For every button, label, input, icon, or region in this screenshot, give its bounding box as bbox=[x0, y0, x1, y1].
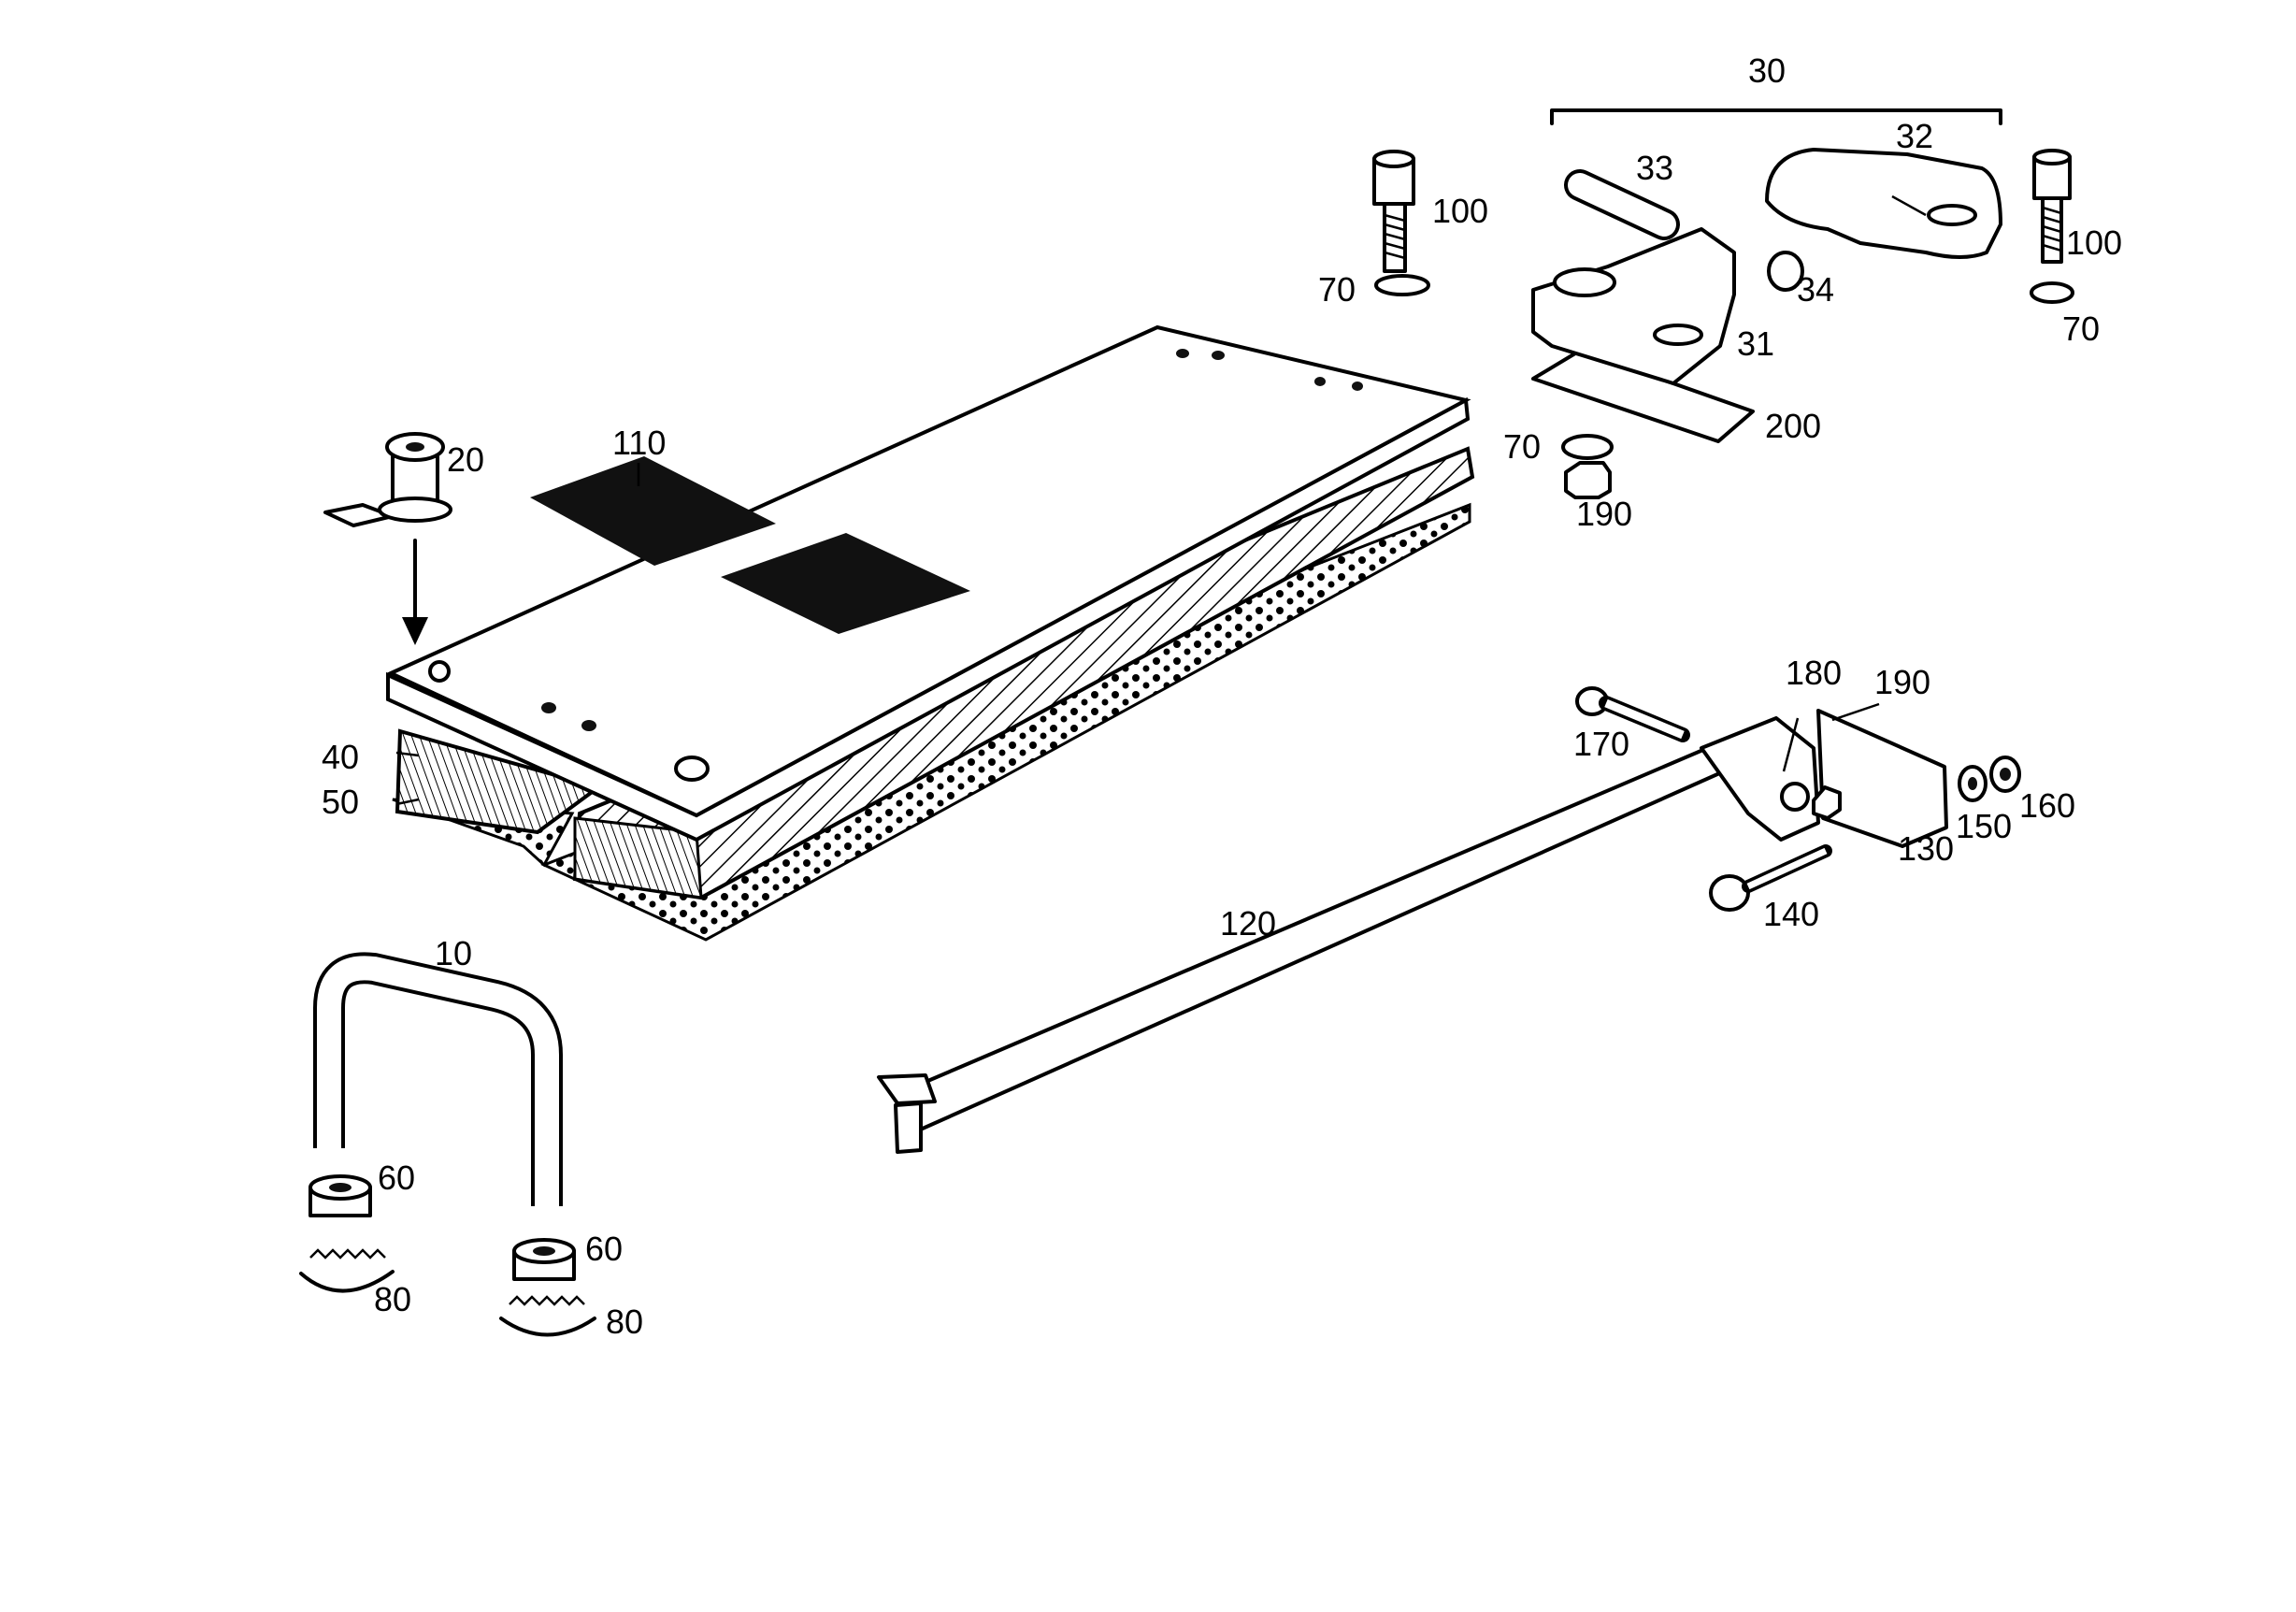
arm-bar bbox=[891, 723, 1778, 1133]
bolt-100-right bbox=[2032, 149, 2072, 264]
callout-100-right: 100 bbox=[2066, 223, 2122, 262]
grommet-base bbox=[378, 497, 452, 523]
grommet-hole bbox=[406, 442, 424, 452]
black-label-left bbox=[530, 456, 776, 566]
plate-hole bbox=[1352, 381, 1363, 391]
washer-180 bbox=[1780, 782, 1810, 812]
hinge-assembly bbox=[1372, 108, 2074, 499]
washer-70-right bbox=[2030, 281, 2074, 304]
callout-150: 150 bbox=[1956, 807, 2012, 845]
black-label-right bbox=[721, 533, 970, 634]
callout-labels: 10 20 30 31 32 33 34 40 50 60 60 70 70 7… bbox=[322, 51, 2122, 1341]
plate-hole bbox=[1212, 351, 1225, 360]
ring-34 bbox=[1767, 251, 1804, 292]
bracket-arm-assembly bbox=[877, 686, 2021, 1154]
nut-180 bbox=[1812, 785, 1842, 820]
callout-110: 110 bbox=[612, 424, 666, 462]
plate-hole bbox=[1176, 349, 1189, 358]
bolt-140-head bbox=[1709, 874, 1750, 912]
plate-190 bbox=[1816, 709, 1948, 848]
u-bolt-part bbox=[299, 952, 596, 1337]
hatched-block-left bbox=[395, 728, 603, 835]
top-plate bbox=[386, 324, 1471, 818]
callout-120: 120 bbox=[1220, 904, 1276, 943]
callout-190-lower: 190 bbox=[1576, 495, 1632, 533]
arm-end-leg bbox=[894, 1101, 923, 1154]
callout-70-right: 70 bbox=[2062, 309, 2100, 348]
callout-100-left: 100 bbox=[1432, 192, 1488, 230]
nut-190-lower bbox=[1564, 461, 1612, 499]
washer-70-lower bbox=[1561, 434, 1614, 460]
leader-lines bbox=[395, 194, 1927, 806]
callout-20: 20 bbox=[447, 440, 484, 479]
callout-60-right: 60 bbox=[585, 1230, 623, 1268]
callout-40: 40 bbox=[322, 738, 359, 776]
plate-hole bbox=[674, 756, 710, 782]
callout-32: 32 bbox=[1896, 117, 1933, 155]
plate-hole bbox=[581, 720, 596, 731]
plate-assembly bbox=[386, 324, 1475, 942]
callout-160: 160 bbox=[2019, 786, 2075, 825]
lock-washer-left bbox=[299, 1270, 395, 1293]
callout-80-right: 80 bbox=[606, 1303, 643, 1341]
group-30-bracket-line bbox=[1550, 108, 2002, 125]
callout-10: 10 bbox=[435, 934, 472, 972]
plate-hole bbox=[428, 660, 451, 683]
callout-180: 180 bbox=[1786, 654, 1842, 692]
bracket-32 bbox=[1765, 148, 2002, 259]
hatched-block-front bbox=[573, 816, 703, 900]
callout-33: 33 bbox=[1636, 149, 1673, 187]
callout-50: 50 bbox=[322, 783, 359, 821]
callout-34: 34 bbox=[1797, 270, 1834, 309]
plate-hole bbox=[541, 702, 556, 713]
bracket-130 bbox=[1700, 716, 1820, 842]
callout-30: 30 bbox=[1748, 51, 1786, 90]
arm-end-plate bbox=[877, 1073, 937, 1105]
callout-170: 170 bbox=[1573, 725, 1629, 763]
callout-31: 31 bbox=[1737, 324, 1774, 363]
bolt-100-left bbox=[1372, 150, 1415, 273]
insert-arrow-head bbox=[402, 617, 428, 645]
grommet-part bbox=[323, 432, 452, 645]
plate-hole bbox=[1314, 377, 1326, 386]
lock-washer-right bbox=[499, 1317, 596, 1337]
callout-130: 130 bbox=[1898, 829, 1954, 868]
washer-70-left bbox=[1374, 274, 1430, 296]
base-plate-200 bbox=[1531, 349, 1755, 443]
callout-70-lower: 70 bbox=[1503, 427, 1541, 466]
callout-200: 200 bbox=[1765, 407, 1821, 445]
callout-60-left: 60 bbox=[378, 1159, 415, 1197]
callout-80-left: 80 bbox=[374, 1280, 411, 1318]
callout-140: 140 bbox=[1763, 895, 1819, 933]
callout-190-right: 190 bbox=[1874, 663, 1930, 701]
callout-70-upper-left: 70 bbox=[1318, 270, 1356, 309]
